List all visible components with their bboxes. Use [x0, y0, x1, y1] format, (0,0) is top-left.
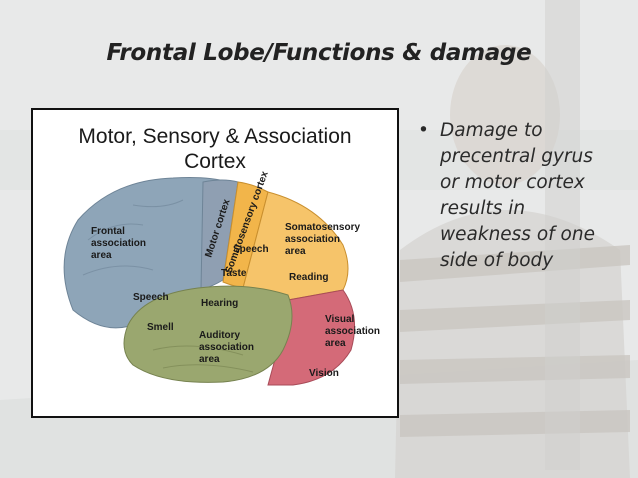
- bullet-line: side of body: [440, 250, 554, 271]
- label-frontal-1: Frontal: [91, 226, 125, 237]
- label-auditory-3: area: [199, 354, 220, 365]
- brain-illustration: Frontal association area Motor cortex So…: [63, 170, 380, 386]
- label-visual-3: area: [325, 338, 346, 349]
- bullet-dot: •: [418, 120, 429, 141]
- bullet-line: Damage to: [440, 120, 543, 141]
- label-frontal-3: area: [91, 250, 112, 261]
- label-somatosensory-assoc-1: Somatosensory: [285, 222, 360, 233]
- bullet-text: Damage to precentral gyrus or motor cort…: [440, 118, 630, 274]
- label-frontal-2: association: [91, 238, 146, 249]
- label-somatosensory-assoc-2: association: [285, 234, 340, 245]
- label-vision: Vision: [309, 368, 339, 379]
- label-auditory-1: Auditory: [199, 330, 241, 341]
- background-person-head: [450, 45, 560, 185]
- figure-title-line-2: Cortex: [184, 150, 246, 173]
- figure-title: Motor, Sensory & Association Cortex: [33, 124, 397, 174]
- label-auditory-2: association: [199, 342, 254, 353]
- bullet-line: weakness of one: [440, 224, 595, 245]
- label-hearing: Hearing: [201, 298, 238, 309]
- label-visual-1: Visual: [325, 314, 354, 325]
- label-smell: Smell: [147, 322, 174, 333]
- bullet-line: results in: [440, 198, 526, 219]
- slide-title: Frontal Lobe/Functions & damage: [106, 40, 532, 66]
- label-taste: Taste: [221, 268, 247, 279]
- label-speech-lower: Speech: [133, 292, 169, 303]
- label-visual-2: association: [325, 326, 380, 337]
- bullet-line: precentral gyrus: [440, 146, 593, 167]
- figure-title-line-1: Motor, Sensory & Association: [78, 125, 352, 148]
- bullet-line: or motor cortex: [440, 172, 585, 193]
- label-somatosensory-assoc-3: area: [285, 246, 306, 257]
- label-speech-upper: Speech: [233, 244, 269, 255]
- temporal-region: [123, 285, 293, 383]
- label-reading: Reading: [289, 272, 328, 283]
- brain-figure: Motor, Sensory & Association Cortex Fron…: [31, 108, 399, 418]
